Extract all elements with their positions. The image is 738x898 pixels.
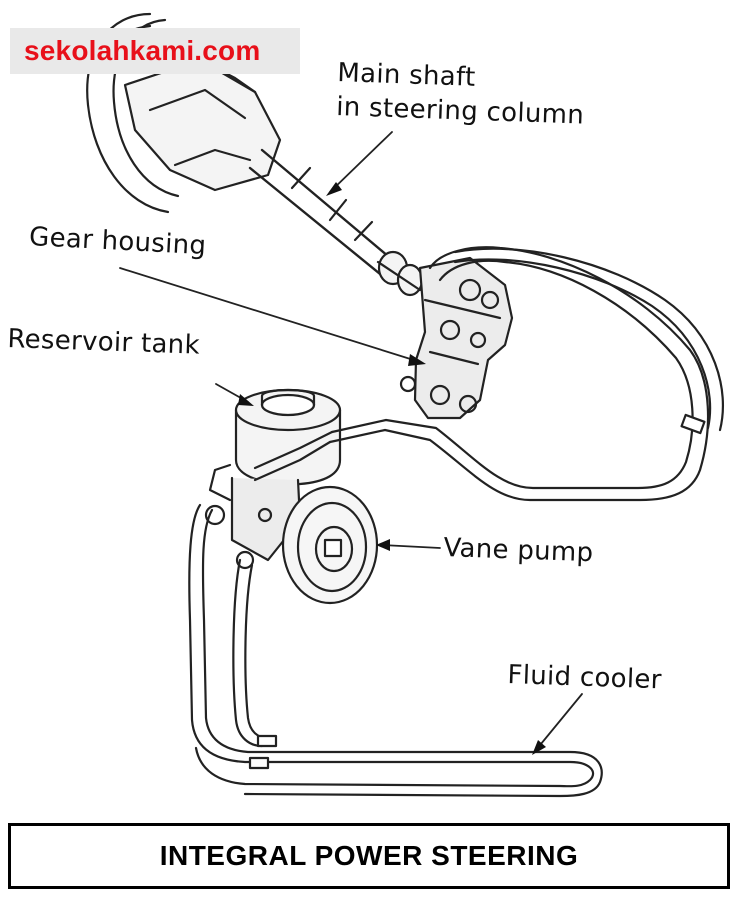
fluid-cooler-leader — [535, 693, 583, 751]
diagram-title: INTEGRAL POWER STEERING — [159, 840, 579, 871]
vane-pump-leader — [381, 544, 441, 549]
fluid-cooler-lines — [188, 503, 603, 798]
vane-pump — [204, 476, 379, 605]
title-box: INTEGRAL POWER STEERING — [8, 823, 730, 889]
label-fluid-cooler: Fluid cooler — [506, 660, 663, 696]
label-vane-pump: Vane pump — [442, 533, 594, 569]
main-shaft — [248, 148, 424, 297]
reservoir-tank — [208, 388, 342, 502]
gear-housing-leader — [119, 267, 421, 363]
gear-housing — [399, 256, 514, 420]
leader-arrowheads — [238, 182, 546, 755]
column-shroud — [123, 58, 282, 192]
pressure-hoses — [253, 246, 724, 502]
main-shaft-leader — [329, 131, 393, 193]
leader-lines — [119, 131, 583, 751]
label-main-shaft: Main shaft in steering column — [336, 56, 586, 133]
watermark: sekolahkami.com — [10, 28, 300, 74]
